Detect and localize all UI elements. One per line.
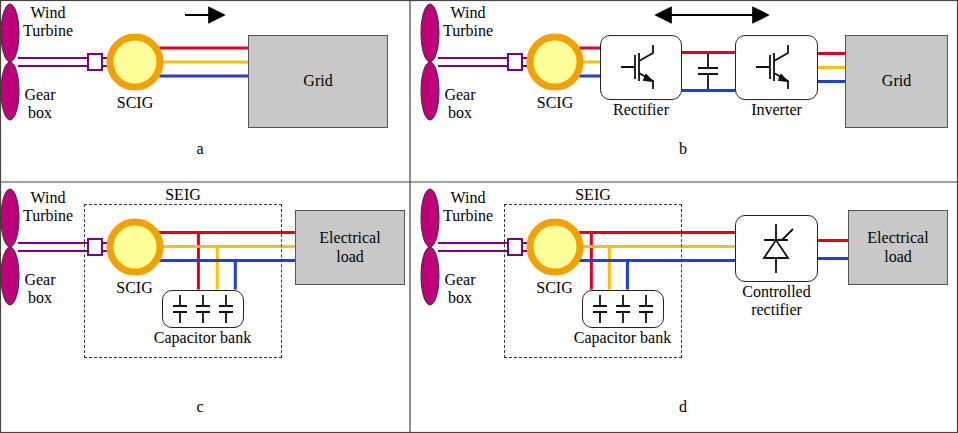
generator-circle: SCIG — [105, 217, 165, 277]
generator-symbol — [105, 32, 165, 92]
three-phase-wire — [818, 241, 848, 259]
node-label: Electrical load — [310, 229, 390, 266]
grid-box: Grid — [845, 35, 948, 128]
capacitor-symbol — [593, 295, 653, 323]
generator-symbol — [525, 32, 585, 92]
dc-link-capacitor — [698, 53, 718, 90]
phase-conductor — [818, 66, 845, 69]
node-label: Inverter — [732, 101, 822, 119]
phase-conductor — [682, 89, 735, 92]
phase-conductor — [159, 47, 248, 50]
part-label: Wind Turbine — [18, 189, 78, 226]
load-box: Electrical load — [848, 210, 948, 285]
converter-box: Rectifier — [600, 35, 682, 100]
igbt-symbol — [621, 45, 788, 89]
phase-conductor — [159, 75, 248, 78]
node-label: SCIG — [105, 279, 165, 297]
generator-ring — [110, 37, 160, 87]
part-label: Gear box — [18, 86, 62, 123]
seig-group: SCIGCapacitor bankSEIG — [504, 204, 682, 358]
part-label: Wind Turbine — [438, 189, 498, 226]
grid-box: Grid — [248, 35, 388, 128]
three-phase-wire — [159, 233, 236, 290]
capacitor-bank-box: Capacitor bank — [582, 290, 664, 328]
node-label: Controlled rectifier — [732, 283, 822, 320]
part-label: Wind Turbine — [18, 4, 78, 41]
phase-conductor — [818, 239, 848, 242]
phase-conductor — [682, 51, 735, 54]
node-label: SEIG — [558, 186, 628, 204]
node-label: Grid — [882, 72, 911, 90]
panel-letter: d — [673, 398, 693, 416]
panel-frame — [0, 181, 958, 182]
thyristor-symbol — [764, 224, 793, 273]
generator-ring — [530, 37, 580, 87]
node-label: Grid — [303, 72, 332, 90]
node-label: Electrical load — [858, 229, 938, 266]
phase-conductor — [818, 257, 848, 260]
part-label: Gear box — [438, 86, 482, 123]
generator-circle: SCIG — [525, 32, 585, 92]
panel-letter: c — [190, 398, 210, 416]
wind-turbine — [1, 4, 528, 305]
igbt-symbol — [621, 45, 653, 89]
node-label: SCIG — [525, 279, 585, 297]
load-box: Electrical load — [295, 210, 405, 285]
thyristor-symbol — [764, 224, 793, 273]
phase-conductor — [163, 61, 248, 64]
power-flow-arrow — [185, 14, 224, 16]
part-label: Wind Turbine — [438, 4, 498, 41]
dc-link-capacitor — [698, 53, 718, 90]
panel-frame — [409, 0, 410, 433]
rectifier-box: Controlled rectifier — [735, 215, 818, 282]
seig-group: SCIGCapacitor bankSEIG — [84, 204, 282, 358]
phase-conductor — [583, 61, 600, 64]
node-label: Capacitor bank — [138, 329, 268, 347]
phase-conductor — [163, 247, 218, 290]
thyristor-symbol — [764, 240, 788, 258]
igbt-symbol — [756, 45, 788, 89]
capacitor-bank-box: Capacitor bank — [162, 290, 244, 328]
three-phase-wire — [159, 48, 248, 76]
phase-conductor — [579, 75, 600, 78]
node-label: Rectifier — [596, 101, 686, 119]
panel-letter: a — [190, 140, 210, 158]
phase-conductor — [159, 261, 236, 290]
generator-ring — [530, 222, 580, 272]
part-label: Gear box — [438, 271, 482, 308]
part-label: Gear box — [18, 271, 62, 308]
generator-circle: SCIG — [105, 32, 165, 92]
generator-circle: SCIG — [525, 217, 585, 277]
node-label: SCIG — [525, 94, 585, 112]
node-label: SCIG — [105, 94, 165, 112]
phase-conductor — [579, 231, 735, 234]
three-phase-wire — [818, 54, 845, 82]
panel-letter: b — [673, 140, 693, 158]
generator-symbol — [105, 217, 165, 277]
phase-conductor — [583, 247, 610, 290]
capacitor-symbol — [173, 295, 233, 323]
node-label: SEIG — [148, 186, 218, 204]
node-label: Capacitor bank — [558, 329, 688, 347]
phase-conductor — [579, 261, 628, 290]
phase-conductor — [818, 80, 845, 83]
three-phase-wire — [682, 53, 735, 91]
phase-conductor — [579, 47, 600, 50]
three-phase-wire — [579, 233, 628, 290]
converter-box: Inverter — [735, 35, 818, 100]
generator-symbol — [525, 217, 585, 277]
phase-conductor — [818, 52, 845, 55]
power-flow-arrow — [656, 14, 768, 16]
generator-ring — [110, 222, 160, 272]
